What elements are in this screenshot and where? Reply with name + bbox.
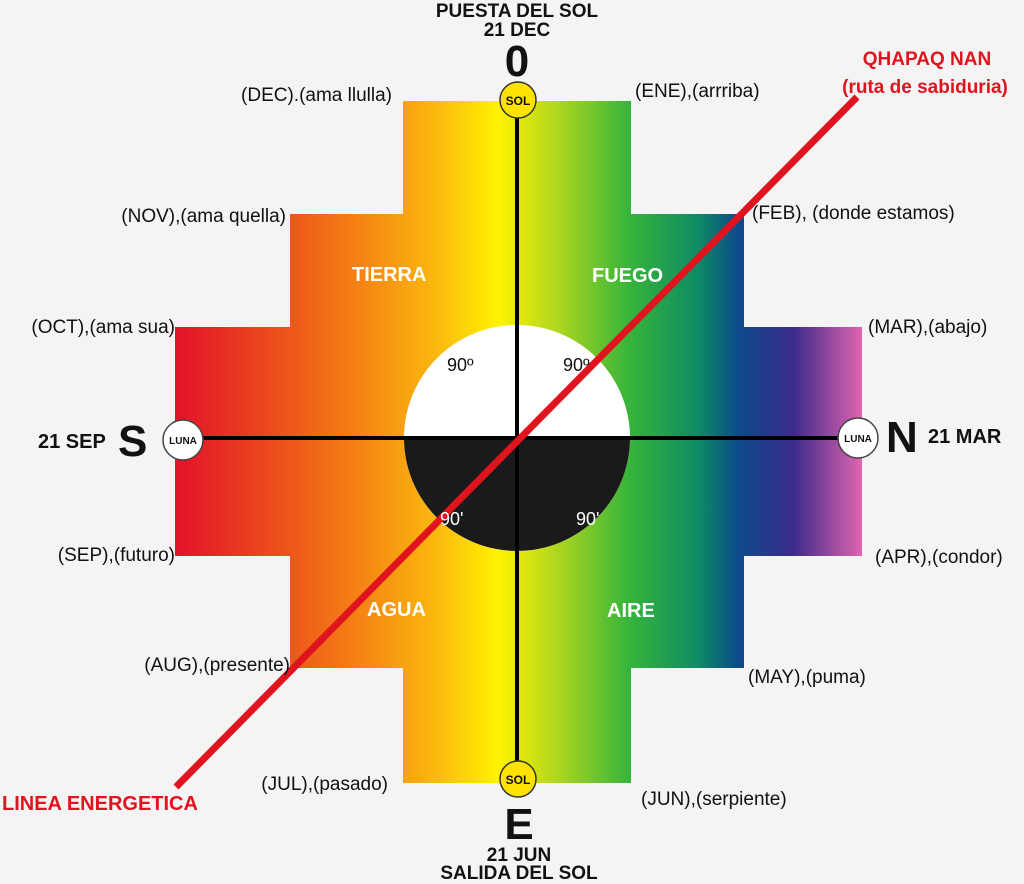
month-apr-label: (APR),(condor) bbox=[875, 547, 1003, 568]
moon-left-label: LUNA bbox=[169, 436, 197, 447]
sun-top-label: SOL bbox=[506, 94, 531, 108]
element-tierra: TIERRA bbox=[352, 264, 427, 286]
month-may-label: (MAY),(puma) bbox=[748, 667, 866, 688]
month-ene-label: (ENE),(arrriba) bbox=[635, 81, 760, 102]
sunset-date: 21 DEC bbox=[483, 20, 551, 41]
direction-right-letter: N bbox=[886, 413, 918, 462]
sunrise-date: 21 JUN bbox=[486, 845, 552, 866]
sun-bottom-marker bbox=[499, 760, 537, 798]
sun-bottom-label: SOL bbox=[506, 773, 531, 787]
month-jul-label: (JUL),(pasado) bbox=[261, 774, 388, 795]
sun-top-marker bbox=[499, 81, 537, 119]
month-feb-label: (FEB), (donde estamos) bbox=[752, 203, 955, 224]
moon-left-marker bbox=[162, 419, 204, 461]
month-dec-label: (DEC).(ama llulla) bbox=[241, 85, 392, 106]
angle-top-right: 90º bbox=[563, 355, 590, 375]
sunset-label: PUESTA DEL SOL bbox=[435, 1, 599, 22]
angle-top-left: 90º bbox=[447, 355, 474, 375]
energy-line bbox=[173, 94, 860, 790]
month-sep-label: (SEP),(futuro) bbox=[57, 545, 175, 566]
moon-right-marker bbox=[837, 417, 879, 459]
angle-bottom-right: 90' bbox=[576, 509, 600, 529]
month-nov-label: (NOV),(ama quella) bbox=[121, 206, 286, 227]
month-jun-label: (JUN),(serpiente) bbox=[641, 789, 787, 810]
energy-line-label: LINEA ENERGETICA bbox=[2, 793, 198, 815]
angle-bottom-left: 90' bbox=[440, 509, 464, 529]
moon-right-label: LUNA bbox=[844, 434, 872, 445]
sunrise-label: SALIDA DEL SOL bbox=[440, 863, 598, 884]
right-date: 21 MAR bbox=[928, 426, 1002, 448]
month-aug-label: (AUG),(presente) bbox=[144, 655, 290, 676]
month-mar-label: (MAR),(abajo) bbox=[868, 317, 988, 338]
direction-left-letter: S bbox=[118, 417, 148, 466]
direction-bottom-letter: E bbox=[504, 800, 534, 849]
month-oct-label: (OCT),(ama sua) bbox=[31, 317, 175, 338]
direction-top-letter: 0 bbox=[504, 37, 530, 86]
left-date: 21 SEP bbox=[38, 431, 106, 453]
element-fuego: FUEGO bbox=[592, 265, 664, 287]
qhapaq-subtitle: (ruta de sabiduria) bbox=[842, 77, 1008, 98]
element-aire: AIRE bbox=[607, 600, 655, 622]
qhapaq-title: QHAPAQ NAN bbox=[862, 49, 992, 70]
element-agua: AGUA bbox=[367, 599, 426, 621]
